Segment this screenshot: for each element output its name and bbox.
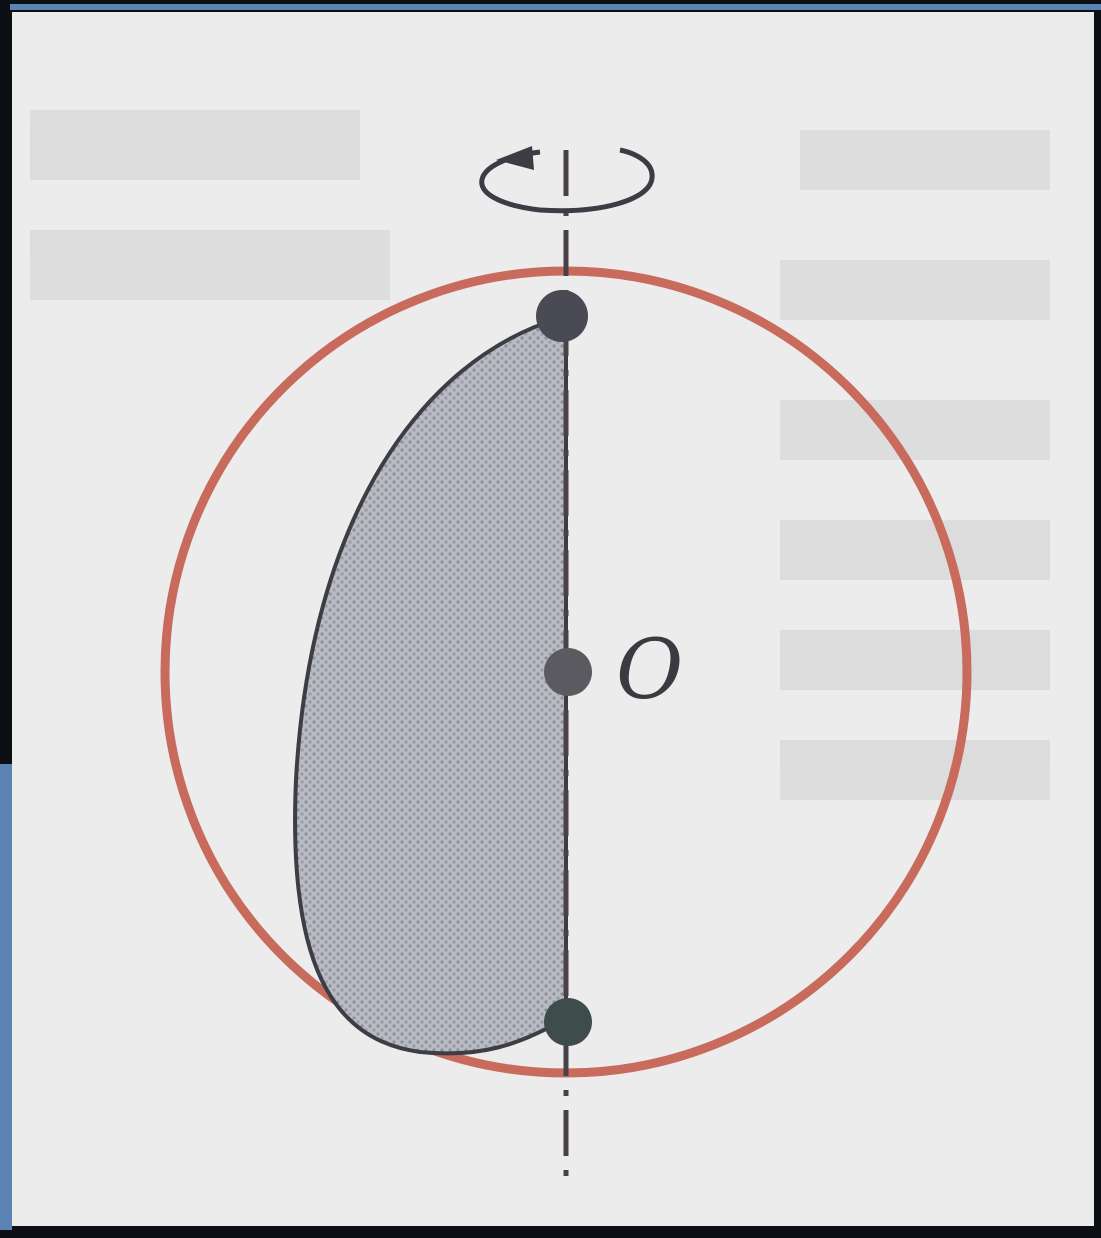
frame-left-accent	[0, 764, 12, 1238]
shaded-region	[293, 316, 568, 1056]
frame-top-accent	[8, 4, 1101, 10]
top-point	[536, 290, 588, 342]
frame-bottom-border	[0, 1230, 1101, 1238]
center-point	[544, 648, 592, 696]
center-label: O	[616, 623, 683, 718]
frame-left-border	[0, 0, 10, 760]
rotation-arrow-icon	[479, 146, 655, 214]
page-texture	[30, 110, 1050, 800]
bottom-point	[544, 998, 592, 1046]
